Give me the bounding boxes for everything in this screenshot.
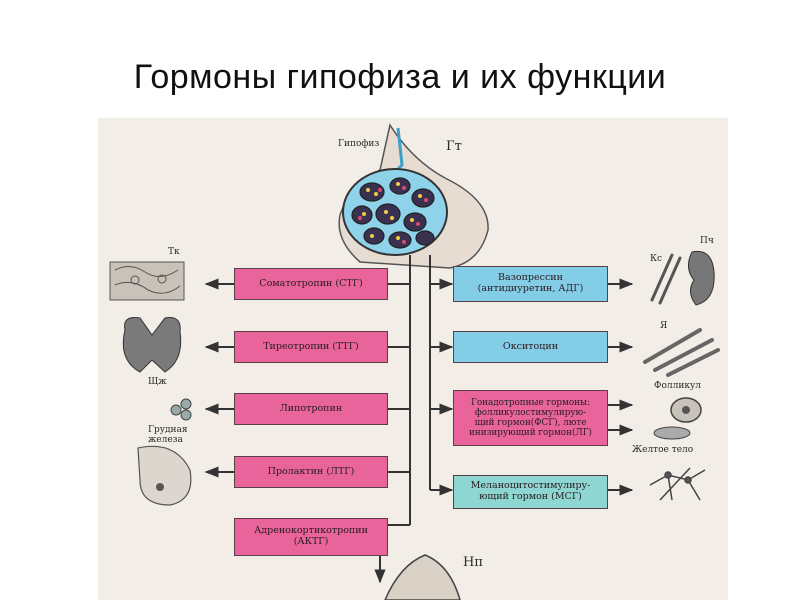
follicle-image <box>670 397 702 423</box>
hormone-box-ltg: Пролактин (ЛТГ) <box>234 456 388 488</box>
label-ya: Я <box>660 321 668 331</box>
label-breast: Грудная железа <box>148 425 188 445</box>
hormone-box-adg: Вазопрессин (антидиуретин, АДГ) <box>453 266 608 302</box>
hormone-box-msg: Меланоцитостимулиру- ющий гормон (МСГ) <box>453 475 608 509</box>
gland-granules <box>362 182 422 240</box>
corpus-luteum-image <box>653 426 691 440</box>
hormone-box-ttg: Тиреотропин (ТТГ) <box>234 331 388 363</box>
bone-image <box>650 253 682 305</box>
thyroid-image <box>122 317 182 373</box>
fat-cells-image <box>170 398 192 421</box>
kidney-image <box>688 250 715 306</box>
tissue-image <box>109 261 185 301</box>
hormone-box-stg: Соматотропин (СТГ) <box>234 268 388 300</box>
label-gt: Гт <box>446 139 462 154</box>
hormone-box-lipotropin: Липотропин <box>234 393 388 425</box>
hormone-box-gonadotropins: Гонадотропные гормоны: фолликулостимулир… <box>453 390 608 446</box>
melanocytes-image <box>649 467 706 501</box>
label-np: Нп <box>463 555 484 570</box>
label-shch: Щж <box>148 377 167 387</box>
label-corpus-luteum: Желтое тело <box>632 445 694 455</box>
hormone-box-oxytocin: Окситоцин <box>453 331 608 363</box>
label-tk: Тк <box>168 247 180 257</box>
page-title: Гормоны гипофиза и их функции <box>133 58 667 96</box>
gland-red-granules <box>358 186 428 244</box>
label-ks: Кс <box>650 254 663 264</box>
muscle-fibers-image <box>643 328 720 377</box>
label-hypophysis: Гипофиз <box>338 139 380 149</box>
label-follicle: Фолликул <box>654 381 701 391</box>
adrenal-image <box>384 554 461 600</box>
hormone-box-actg: Адренокортикотропин (АКТГ) <box>234 518 388 556</box>
label-pch: Пч <box>700 236 714 246</box>
breast-image <box>137 445 192 506</box>
